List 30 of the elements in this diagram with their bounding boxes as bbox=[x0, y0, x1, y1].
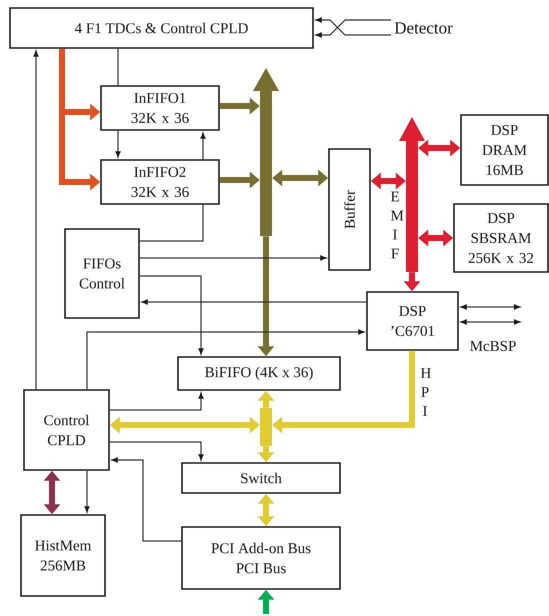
arrow bbox=[109, 442, 204, 461]
arrow bbox=[139, 276, 204, 355]
block-box: DSP SBSRAM 256K x 32 bbox=[453, 203, 549, 273]
arrow bbox=[141, 299, 367, 305]
arrow bbox=[139, 255, 327, 261]
block-box: PCI Add-on Bus PCI Bus bbox=[181, 526, 341, 590]
dsp-box: DSP ’C6701 bbox=[366, 291, 459, 351]
block-box: FIFOs Control bbox=[64, 228, 140, 319]
block-box: Switch bbox=[181, 462, 341, 494]
block-box: 4 F1 TDCs & Control CPLD bbox=[9, 7, 314, 49]
block-box: InFIFO2 32K x 36 bbox=[100, 159, 220, 205]
arrow bbox=[111, 457, 182, 542]
block-box: Control CPLD bbox=[23, 389, 110, 471]
block-box: BiFIFO (4K x 36) bbox=[177, 356, 341, 391]
arrow bbox=[84, 470, 90, 513]
arrow bbox=[200, 132, 206, 160]
arrow bbox=[86, 329, 365, 390]
bus-label: E M I F bbox=[390, 192, 404, 258]
arrow bbox=[109, 392, 204, 410]
arrow bbox=[460, 304, 520, 310]
block-box: DSP DRAM 16MB bbox=[460, 114, 549, 186]
buffer-box: Buffer bbox=[328, 148, 371, 271]
bus-bar bbox=[253, 68, 279, 236]
block-box: InFIFO1 32K x 36 bbox=[100, 85, 220, 131]
edge-label: H P I bbox=[420, 368, 431, 416]
arrow bbox=[33, 50, 39, 390]
block-box: HistMem 256MB bbox=[20, 514, 106, 597]
arrow bbox=[460, 319, 520, 325]
detector-label: Detector bbox=[394, 22, 453, 34]
arrow bbox=[115, 130, 121, 158]
